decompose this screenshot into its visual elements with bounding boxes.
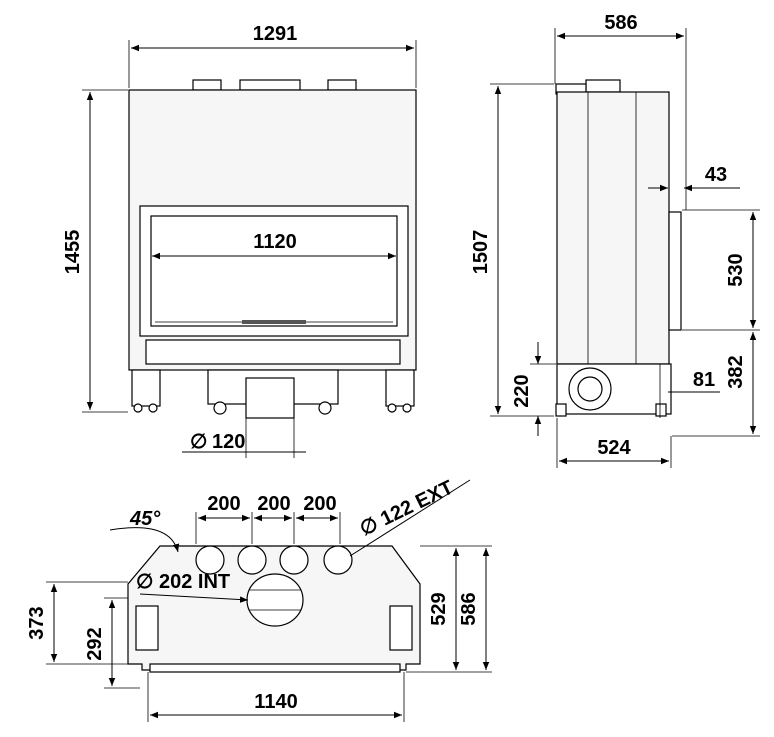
outlet-circle (279, 545, 309, 575)
ext-outlet-label: ∅ 122 EXT (357, 477, 457, 541)
lower-panel (145, 339, 401, 365)
height-382-label: 382 (725, 355, 747, 388)
flue-diameter-symbol: ∅ (190, 431, 207, 453)
outlet-circle (237, 545, 267, 575)
depth-292-label: 292 (84, 627, 106, 660)
overall-width-label: 1291 (253, 23, 298, 45)
offset-43-label: 43 (705, 164, 727, 186)
glass-width-label: 1120 (253, 231, 296, 253)
side-depth-label: 586 (604, 12, 637, 34)
flue-pipe (245, 377, 295, 419)
overall-height-label: 1455 (62, 230, 84, 275)
top-collar (585, 79, 621, 93)
top-collar (239, 79, 301, 91)
side-height-label: 1507 (470, 230, 492, 275)
door-height-label: 530 (725, 253, 747, 286)
height-220-label: 220 (511, 374, 533, 407)
spacing-2-label: 200 (257, 493, 290, 515)
outlet-circle (323, 545, 353, 575)
depth-586-label: 586 (458, 592, 480, 625)
front-view: 1120 1291 1455 ∅ 120 (62, 23, 417, 458)
door-profile (668, 211, 682, 331)
side-body (556, 91, 670, 365)
int-outlet-label: ∅ 202 INT (136, 571, 230, 593)
top-collar (327, 79, 357, 91)
glass-panel (150, 215, 398, 327)
top-collar (192, 79, 222, 91)
leg (385, 369, 415, 407)
height-81-label: 81 (693, 369, 715, 391)
side-panel (135, 605, 159, 651)
top-view: 200 200 200 45° ∅ 122 EXT ∅ 202 INT 373 … (26, 477, 492, 722)
door-handle (242, 320, 306, 324)
depth-529-label: 529 (428, 592, 450, 625)
side-view: 586 1507 43 530 382 81 220 524 (470, 12, 760, 468)
spacing-1-label: 200 (207, 493, 240, 515)
base-width-label: 1140 (254, 691, 297, 713)
depth-373-label: 373 (26, 606, 48, 639)
main-flue-outlet (246, 573, 304, 627)
side-panel (389, 605, 413, 651)
angle-label: 45° (129, 508, 161, 530)
flue-diameter-label: 120 (212, 431, 245, 453)
base-depth-label: 524 (597, 437, 631, 459)
leg (131, 369, 161, 407)
spacing-3-label: 200 (303, 493, 336, 515)
outlet-circle (195, 545, 225, 575)
